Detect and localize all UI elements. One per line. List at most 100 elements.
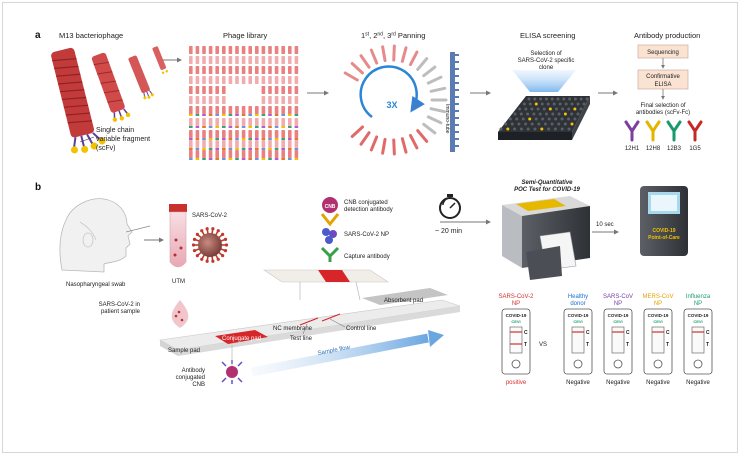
result-outcome: Negative — [566, 380, 590, 386]
elisa-well — [561, 107, 565, 111]
elisa-well — [540, 127, 544, 131]
sample-pad-label: Sample pad — [168, 348, 200, 354]
library-phage — [208, 118, 213, 126]
poc-reader-open — [502, 196, 590, 280]
m13-phage-illustration — [51, 46, 168, 154]
library-phage-tip — [222, 138, 226, 140]
library-phage-tip — [228, 138, 233, 140]
elisa-well — [573, 117, 577, 121]
library-phage-tip — [241, 126, 246, 128]
panning-prefix: 1 — [361, 31, 365, 40]
library-phage-tip — [248, 126, 252, 128]
antibody-cnb-illustration — [221, 345, 243, 384]
library-phage — [189, 140, 193, 148]
virus-spike-tip — [205, 227, 209, 231]
library-phage — [268, 140, 272, 148]
library-phage — [281, 86, 285, 94]
library-phage — [208, 96, 213, 104]
elisa-well — [536, 107, 540, 111]
panning-phage — [426, 75, 443, 85]
library-phage-tip — [288, 158, 292, 160]
lateral-flow-strip — [159, 288, 461, 377]
library-phage — [189, 46, 193, 54]
virus-spike-tip — [211, 227, 215, 231]
elisa-well — [552, 102, 556, 106]
library-phage-tip — [274, 126, 279, 128]
panning-sep1: , 2 — [369, 31, 377, 40]
library-phage — [274, 130, 279, 138]
library-phage — [195, 76, 200, 84]
library-phage — [189, 130, 193, 138]
elisa-well — [530, 107, 534, 111]
selection-label-2: SARS-CoV-2 specific — [518, 58, 575, 64]
library-phage-tip — [255, 148, 259, 150]
library-phage — [215, 66, 219, 74]
library-phage — [215, 140, 219, 148]
library-phage-tip — [281, 158, 285, 160]
virus-spike-tip — [211, 259, 215, 263]
immunotube-tooth — [455, 75, 459, 77]
library-phage — [261, 86, 266, 94]
library-phage — [294, 96, 299, 104]
library-phage-tip — [202, 158, 206, 160]
library-phage — [189, 76, 193, 84]
library-phage-tip — [202, 148, 206, 150]
library-phage-tip — [215, 114, 219, 116]
elisa-title: ELISA screening — [520, 31, 575, 40]
immunotube-tooth — [455, 61, 459, 63]
library-phage — [268, 106, 272, 114]
elisa-well — [570, 112, 574, 116]
library-phage-tip — [235, 148, 239, 150]
library-phage-tip — [228, 126, 233, 128]
virus-spike-tip — [192, 237, 197, 241]
library-phage — [274, 66, 279, 74]
library-phage — [208, 56, 213, 64]
panning-phage — [400, 137, 408, 154]
library-phage — [268, 150, 272, 158]
library-phage — [241, 106, 246, 114]
antibody-label-3: CNB — [192, 382, 205, 388]
library-phage-tip — [288, 138, 292, 140]
time-label: ~ 20 min — [435, 228, 462, 235]
library-phage-tip — [255, 138, 259, 140]
library-phage — [248, 130, 252, 138]
library-phage — [208, 130, 213, 138]
library-phage — [189, 96, 193, 104]
panning-phage — [343, 71, 359, 82]
elisa-well — [562, 97, 566, 101]
library-phage-tip — [261, 138, 266, 140]
library-phage — [241, 130, 246, 138]
library-phage-tip — [215, 158, 219, 160]
production-title: Antibody production — [634, 31, 700, 40]
library-phage — [235, 56, 239, 64]
scfv-label-1: Single chain — [96, 127, 134, 134]
library-phage-tip — [215, 148, 219, 150]
immunotube-tooth — [455, 89, 459, 91]
library-phage — [288, 150, 292, 158]
library-phage — [222, 76, 226, 84]
library-phage — [255, 140, 259, 148]
library-phage — [255, 46, 259, 54]
antibody-name: 12B3 — [667, 146, 682, 152]
result-outcome: Negative — [686, 380, 710, 386]
result-target: Healthy — [568, 294, 588, 300]
library-phage — [195, 118, 200, 126]
panning-phage — [369, 135, 379, 152]
result-outcome: Negative — [606, 380, 630, 386]
library-phage-tip — [288, 114, 292, 116]
elisa-well — [537, 122, 541, 126]
library-phage — [261, 130, 266, 138]
panning-phage — [422, 65, 437, 78]
library-phage — [215, 130, 219, 138]
library-phage — [195, 46, 200, 54]
panning-phage — [429, 107, 447, 114]
panning-cycle: 3X Immuno-tube — [343, 44, 459, 156]
library-phage — [228, 118, 233, 126]
library-phage — [222, 86, 226, 94]
library-phage — [235, 76, 239, 84]
library-phage — [294, 130, 299, 138]
mark-c: C — [586, 330, 590, 336]
panning-phage — [416, 57, 429, 71]
library-phage — [294, 66, 299, 74]
elisa-well — [570, 122, 574, 126]
